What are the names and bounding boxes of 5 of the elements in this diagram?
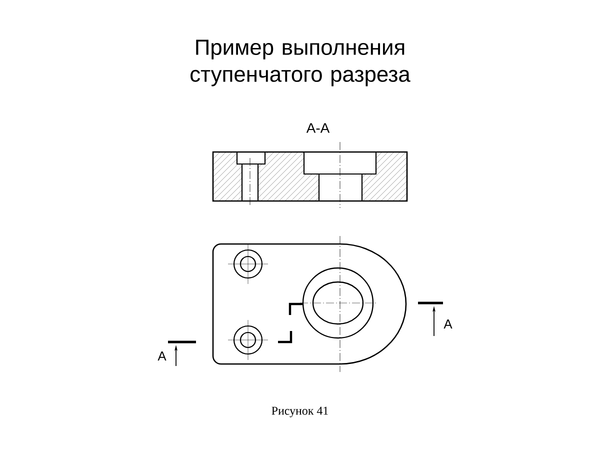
caption: Рисунок 41 bbox=[272, 406, 328, 418]
section-label: А-А bbox=[306, 123, 330, 133]
cutting-plane-letter: А bbox=[444, 320, 452, 328]
cutting-plane-letter: А bbox=[158, 352, 166, 360]
title: Пример выполнения ступенчатого разреза bbox=[190, 40, 410, 86]
